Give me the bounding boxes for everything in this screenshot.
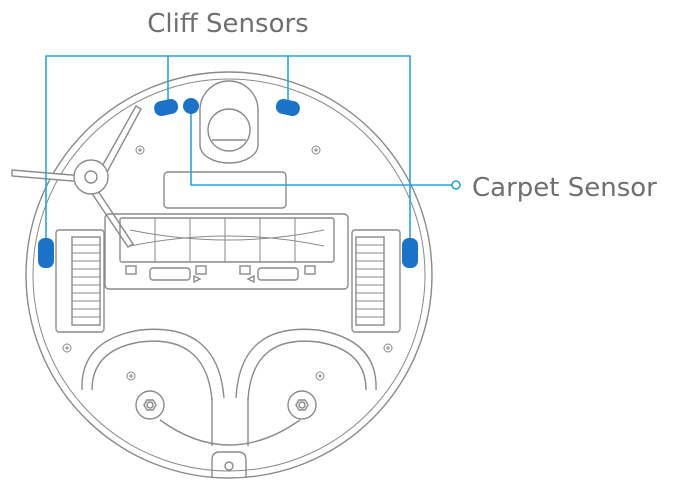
screw-marks bbox=[62, 145, 393, 381]
caster-wheel bbox=[199, 80, 259, 164]
wheel-hubs bbox=[135, 390, 317, 420]
left-drive-wheel bbox=[55, 229, 105, 333]
robot-inner-rim bbox=[32, 78, 426, 472]
cliff-sensor-icon bbox=[402, 238, 418, 268]
cliff-sensors-label: Cliff Sensors bbox=[147, 9, 308, 39]
carpet-sensor-icon bbox=[183, 98, 199, 114]
right-drive-wheel bbox=[351, 229, 401, 333]
main-brush-housing bbox=[104, 213, 349, 290]
dustbin-arches bbox=[81, 328, 377, 446]
carpet-sensor-label: Carpet Sensor bbox=[472, 173, 657, 203]
cliff-sensor-icon bbox=[154, 98, 179, 117]
side-brush bbox=[11, 105, 142, 248]
rear-bumper-tab bbox=[211, 451, 247, 478]
robot-outer-shell bbox=[25, 71, 433, 479]
robot-body bbox=[25, 71, 433, 479]
bottom-cover-plate bbox=[163, 171, 287, 209]
cliff-sensor-icon bbox=[275, 98, 300, 117]
carpet-sensor-callout bbox=[190, 108, 461, 190]
cliff-sensor-icon bbox=[38, 238, 54, 268]
carpet-callout-end-dot bbox=[451, 180, 461, 190]
cliff-sensor-callouts bbox=[45, 55, 411, 240]
